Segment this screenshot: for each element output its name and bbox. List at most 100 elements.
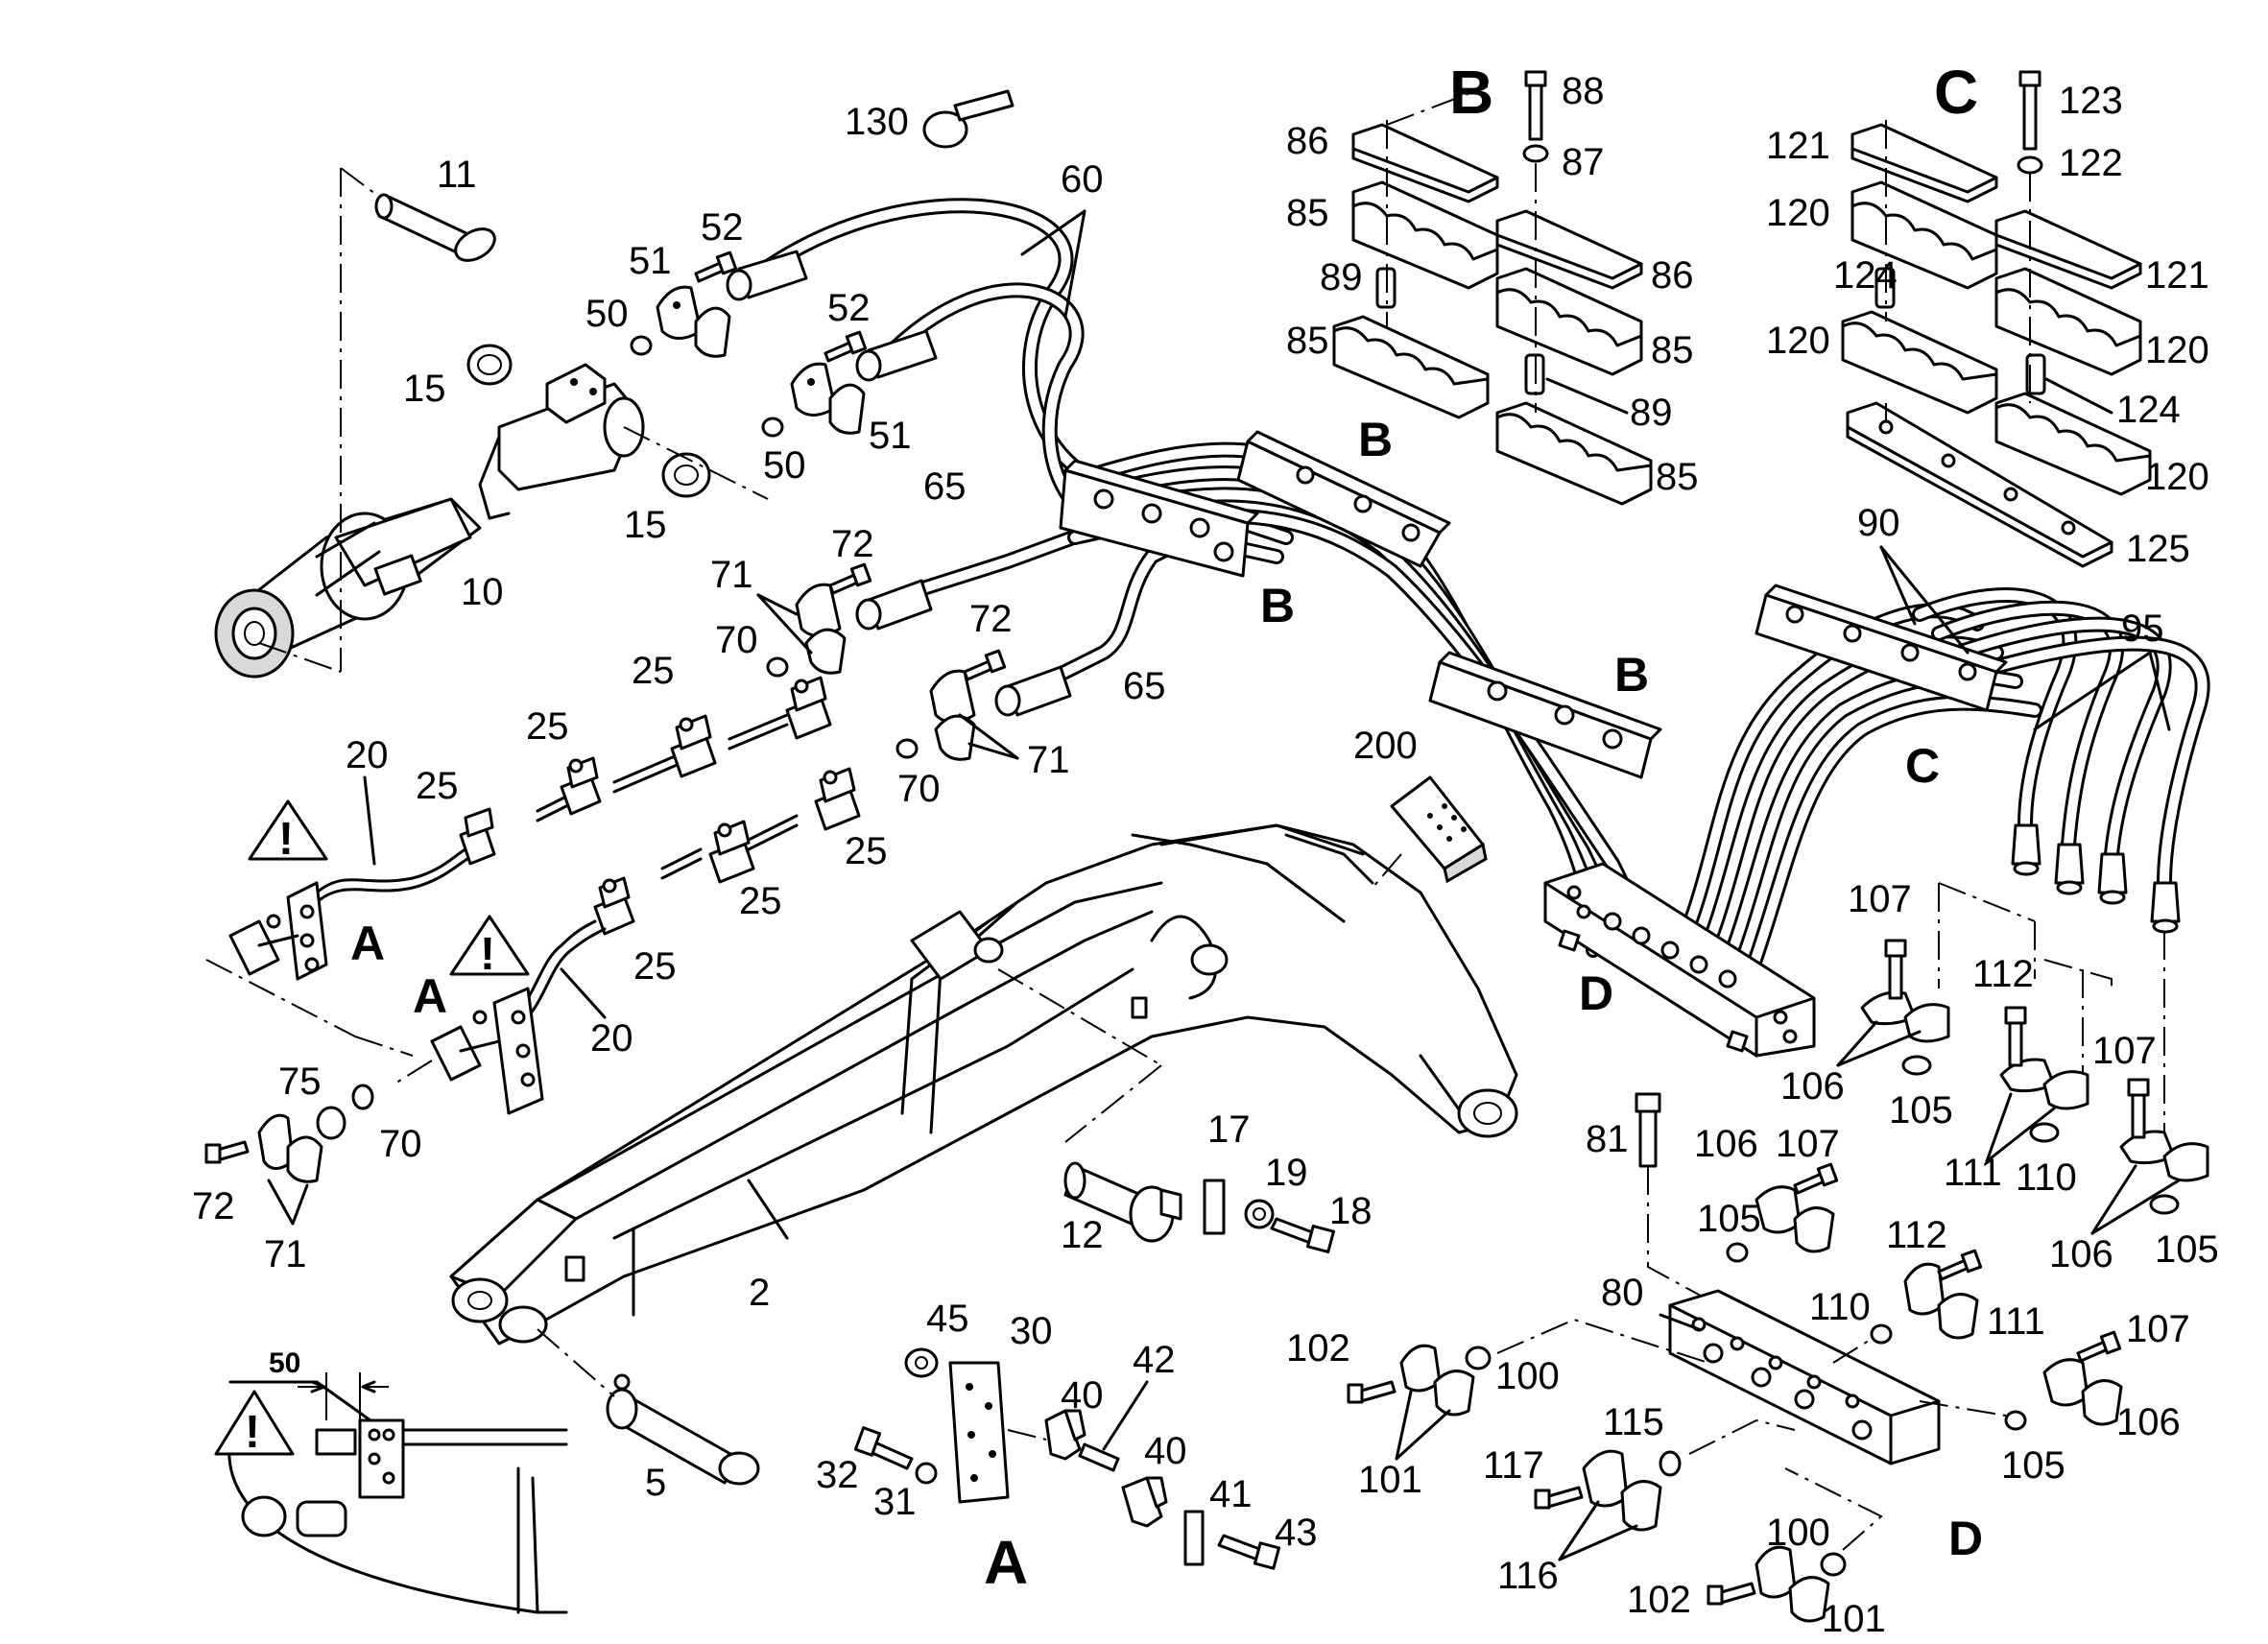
clamp-bar-c	[1755, 584, 2008, 712]
ring-75	[316, 1106, 346, 1140]
callout-101a: 101	[1358, 1459, 1422, 1501]
seal-ring-15a	[466, 344, 513, 386]
callout-125: 125	[2126, 528, 2190, 570]
callout-110b: 110	[1809, 1286, 1871, 1328]
hose-fitting-52a	[726, 250, 808, 301]
section-label-b-top: B	[1449, 58, 1493, 127]
clamp-bar-b1	[1059, 459, 1259, 578]
callout-15a: 15	[403, 368, 446, 410]
callout-100b: 100	[1766, 1512, 1830, 1554]
callout-50b: 50	[763, 444, 806, 487]
callout-110a: 110	[2016, 1156, 2077, 1199]
split-flange-106b	[2119, 1130, 2209, 1182]
callout-89a: 89	[1320, 256, 1363, 298]
callout-41: 41	[1209, 1473, 1253, 1515]
hose-65b	[994, 530, 1198, 717]
bolt-52b	[824, 330, 868, 363]
mounting-block-a2	[430, 987, 544, 1115]
bolt-81	[1635, 1092, 1661, 1168]
o-ring-70a	[766, 656, 789, 678]
split-flange-101a	[1399, 1344, 1475, 1417]
callout-70b: 70	[897, 768, 941, 810]
warning-triangle-1: !	[248, 799, 328, 865]
callout-120c: 120	[2145, 329, 2209, 371]
callout-87: 87	[1562, 141, 1605, 183]
callout-130: 130	[845, 101, 909, 143]
callout-102a: 102	[1286, 1327, 1350, 1370]
callout-112b: 112	[1886, 1214, 1947, 1256]
warning-triangle-2: !	[449, 915, 530, 980]
clamp-half-85a	[1351, 180, 1499, 290]
callout-121b: 121	[2145, 254, 2209, 297]
callout-111b: 111	[1987, 1300, 2045, 1343]
bolt-52a	[694, 250, 738, 283]
tube-clamp-25f	[814, 767, 861, 831]
callout-71a: 71	[710, 554, 753, 596]
callout-86a: 86	[1286, 120, 1329, 162]
boom-arm	[449, 823, 1518, 1346]
split-flange-101b	[1755, 1545, 1830, 1623]
callout-19: 19	[1265, 1152, 1308, 1194]
section-label-b3: B	[1614, 648, 1649, 702]
callout-120b: 120	[1766, 320, 1830, 362]
split-flange-71b	[929, 669, 976, 761]
callout-15b: 15	[624, 504, 667, 546]
o-ring-50b	[761, 417, 784, 438]
callout-65b: 65	[1123, 665, 1166, 707]
callout-25e: 25	[739, 880, 782, 922]
callout-101b: 101	[1822, 1598, 1886, 1640]
callout-95: 95	[2121, 608, 2164, 650]
clamp-half-120b	[1841, 310, 1998, 415]
section-label-c1: C	[1905, 739, 1940, 793]
bolt-72b	[963, 649, 1007, 681]
pin-12	[1063, 1161, 1182, 1243]
seal-ring-15b	[661, 452, 711, 498]
cable-tie-130	[922, 89, 1015, 149]
callout-117: 117	[1483, 1444, 1544, 1487]
o-ring-110b	[1870, 1323, 1893, 1345]
bolt-117	[1534, 1486, 1584, 1510]
callout-123: 123	[2059, 80, 2123, 122]
callout-17: 17	[1207, 1108, 1251, 1151]
clamp-half-40b	[1121, 1476, 1168, 1528]
section-label-a1: A	[350, 917, 385, 970]
callout-85d: 85	[1656, 456, 1699, 498]
callout-115: 115	[1603, 1401, 1664, 1443]
callout-90: 90	[1857, 502, 1900, 544]
callout-60: 60	[1061, 158, 1104, 201]
pin-11	[374, 193, 496, 262]
callout-25a: 25	[416, 765, 459, 807]
hose-fitting-52b	[855, 329, 938, 382]
manifold-d	[1543, 862, 1816, 1058]
callout-106c: 106	[1694, 1123, 1758, 1165]
callout-52a: 52	[701, 206, 744, 249]
callout-52b: 52	[827, 287, 871, 329]
clamp-half-85b	[1332, 315, 1490, 419]
callout-107a: 107	[1848, 878, 1912, 920]
callout-25f: 25	[633, 945, 677, 988]
callout-32: 32	[816, 1454, 859, 1496]
callout-42: 42	[1133, 1339, 1176, 1381]
washer-31	[915, 1462, 938, 1485]
clamp-half-120a	[1850, 180, 1998, 290]
pipe-clamp-block	[478, 363, 645, 520]
washer-87	[1522, 144, 1549, 163]
callout-200: 200	[1353, 725, 1418, 767]
callout-81: 81	[1586, 1118, 1629, 1160]
bolt-72c	[204, 1140, 250, 1164]
o-ring-100b	[1820, 1552, 1847, 1577]
pipe-20a	[315, 807, 496, 904]
clamp-plate-30	[948, 1361, 1010, 1504]
callout-88: 88	[1562, 70, 1605, 112]
callout-43: 43	[1275, 1512, 1318, 1554]
split-flange-51b	[790, 362, 866, 435]
section-label-b1: B	[1260, 579, 1295, 632]
callout-72a: 72	[831, 523, 874, 565]
tube-clamp-25e	[708, 820, 755, 884]
callout-72c: 72	[192, 1185, 235, 1227]
bolt-18	[1270, 1217, 1335, 1253]
clamp-bar-b3	[1428, 651, 1662, 779]
callout-102b: 102	[1627, 1579, 1691, 1621]
callout-116: 116	[1497, 1555, 1559, 1597]
